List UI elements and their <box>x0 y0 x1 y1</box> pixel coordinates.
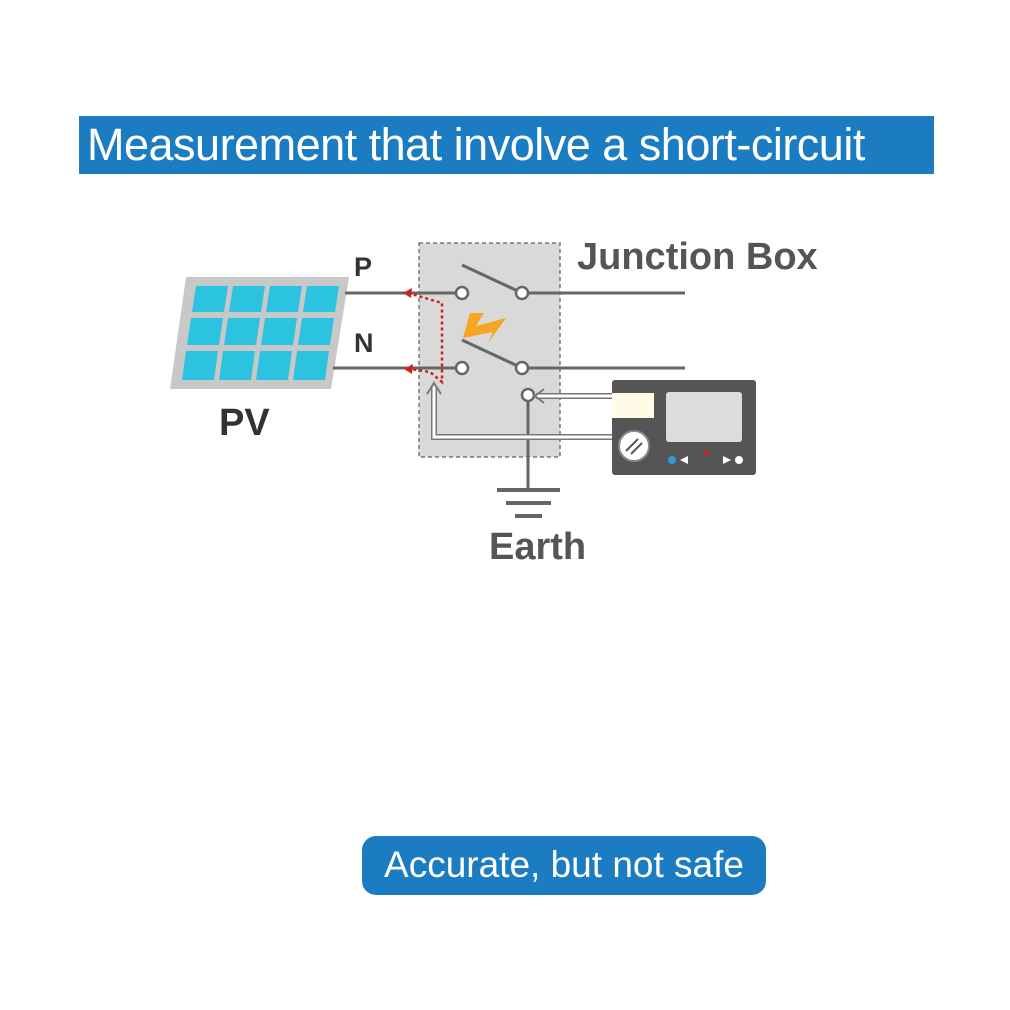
fault-current-path <box>407 291 444 385</box>
insulation-tester-icon <box>612 380 756 475</box>
fault-arrow-p <box>403 288 412 298</box>
pv-label: PV <box>219 402 270 444</box>
junction-box <box>418 242 561 458</box>
verdict-badge: Accurate, but not safe <box>362 836 766 895</box>
negative-terminal-label: N <box>354 328 374 358</box>
measurement-leads <box>426 381 612 440</box>
positive-terminal-label: P <box>354 252 373 282</box>
lightning-bolt-icon <box>463 313 506 343</box>
fault-arrow-n <box>404 364 413 374</box>
switch-icon <box>454 285 536 403</box>
earth-label: Earth <box>489 526 587 568</box>
wires <box>333 263 685 488</box>
title-banner: Measurement that involve a short-circuit <box>79 116 934 174</box>
junction-box-label: Junction Box <box>577 236 818 278</box>
solar-panel-icon <box>170 277 349 389</box>
ground-symbol-icon <box>497 488 560 518</box>
